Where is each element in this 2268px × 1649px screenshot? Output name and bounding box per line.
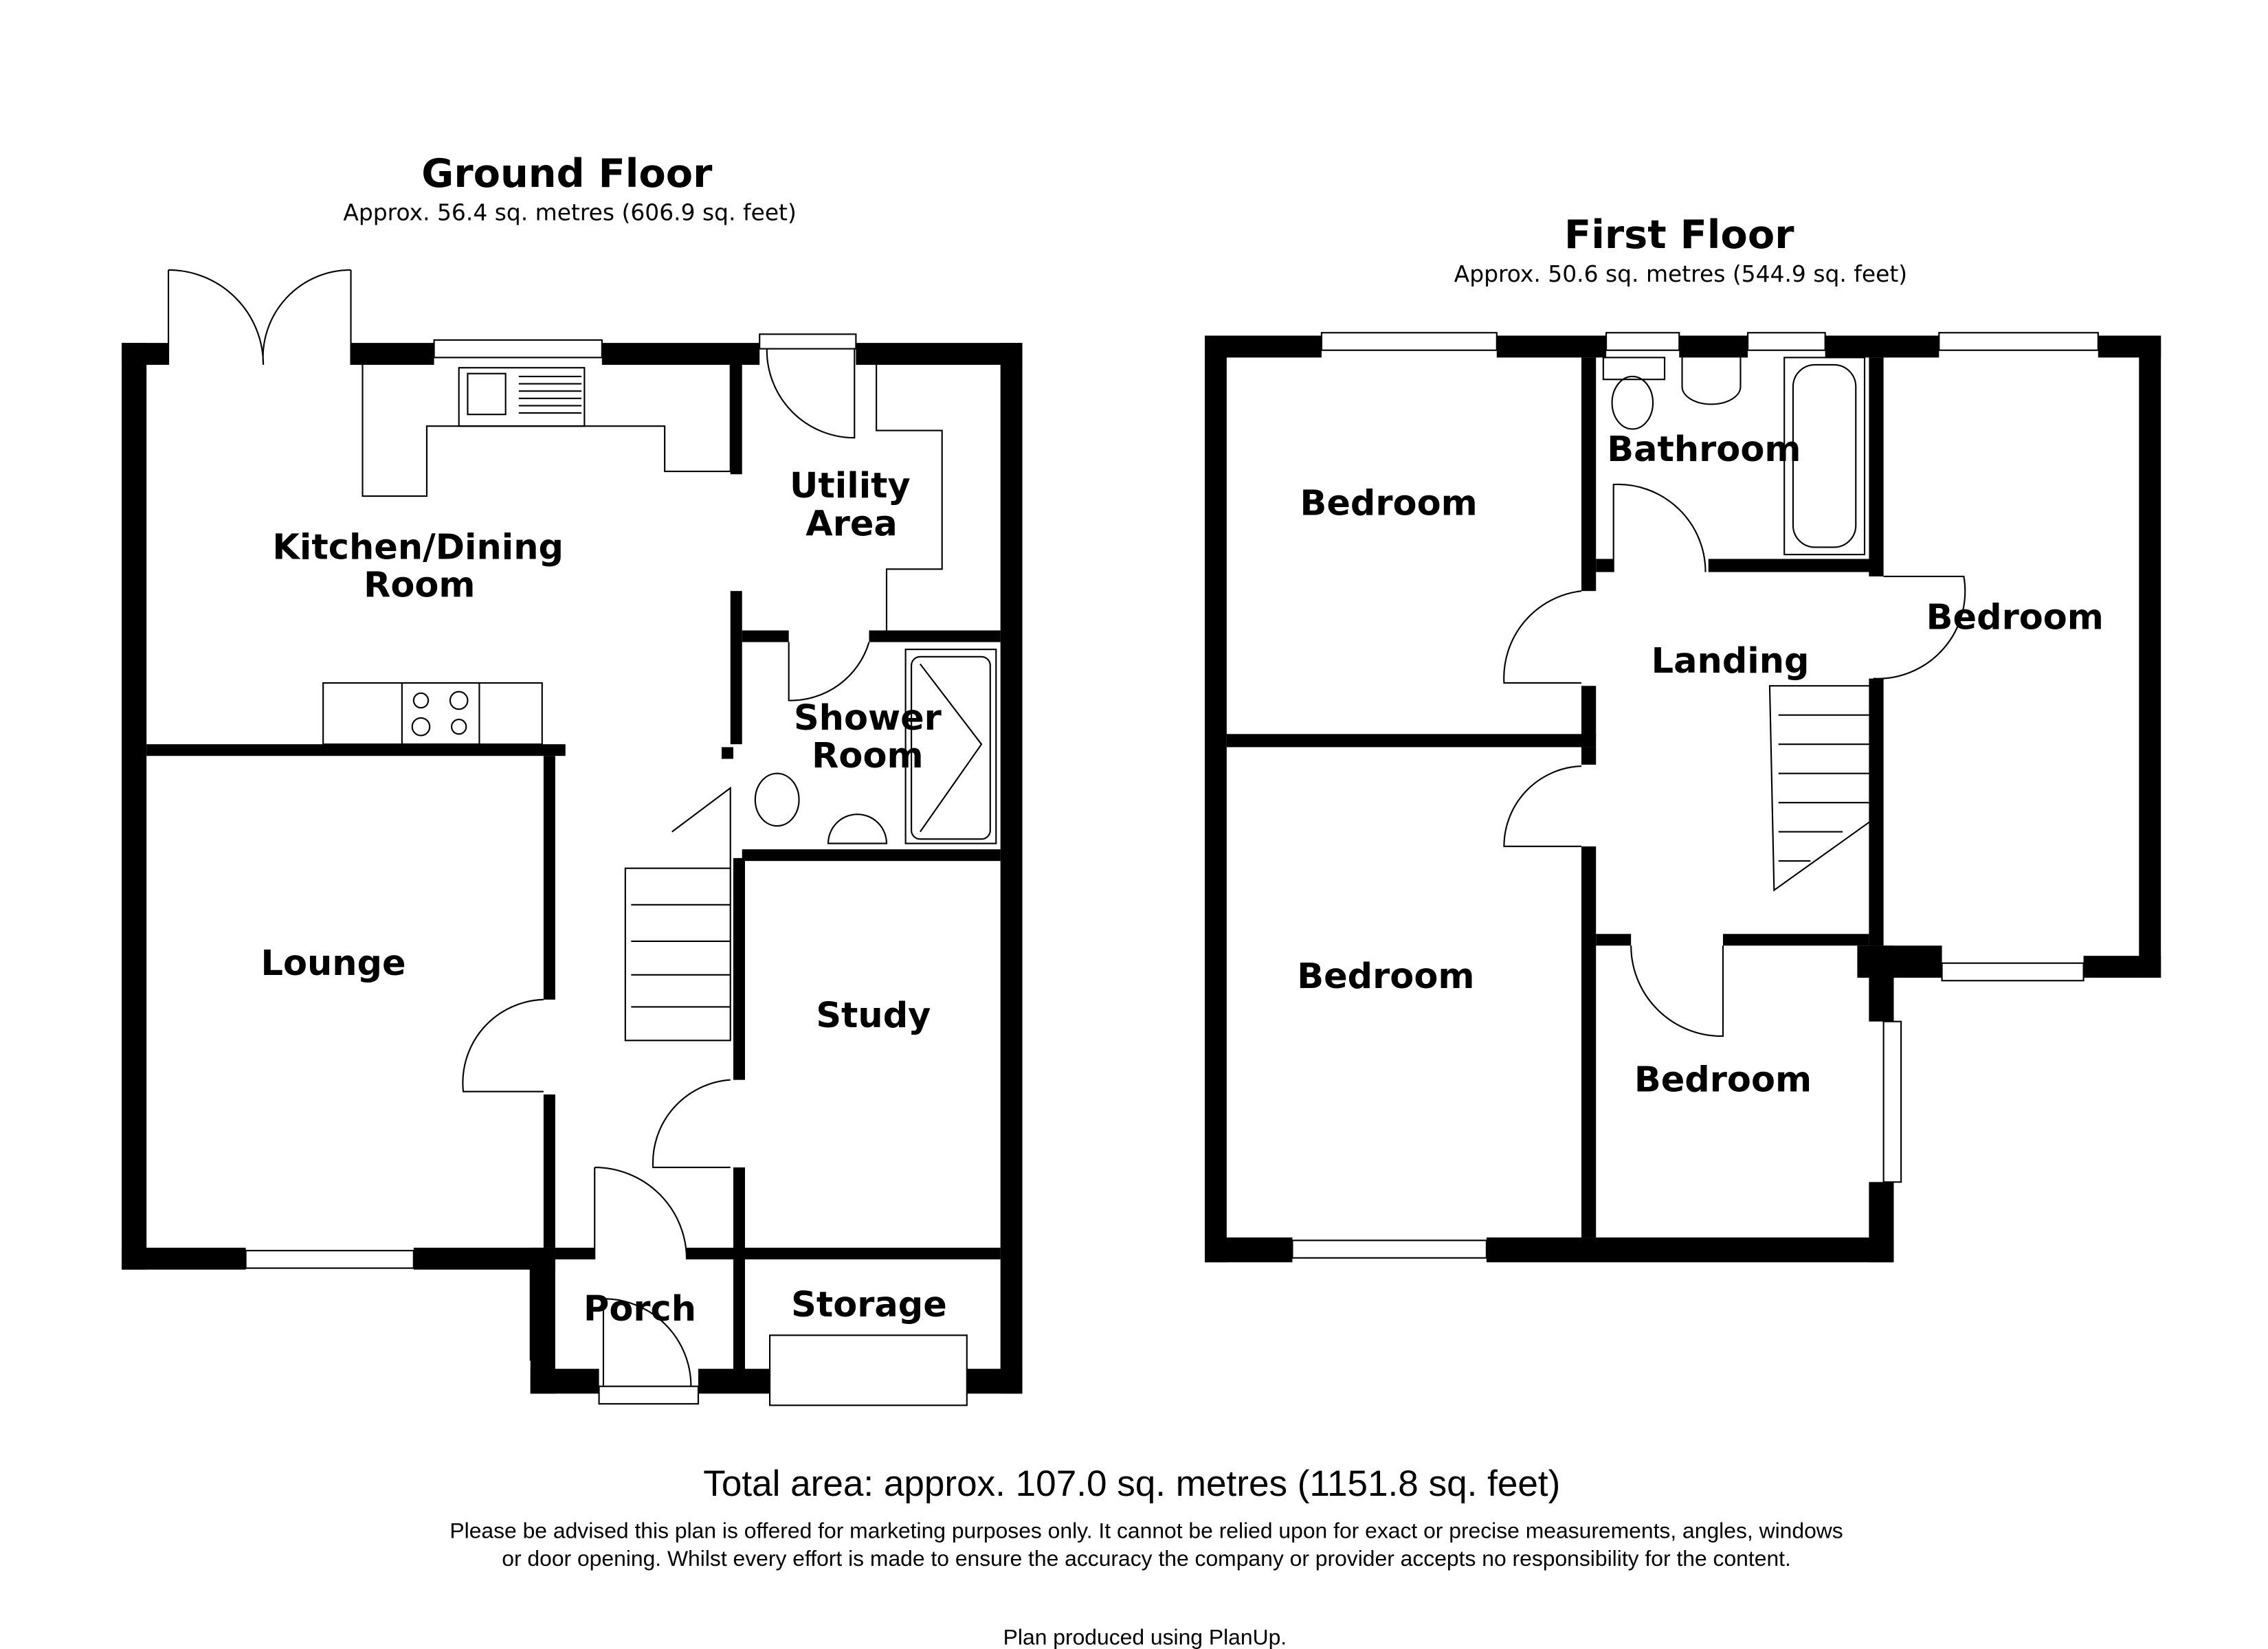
room-label-bedroom: Bedroom [1926,597,2104,638]
window-icon [245,1250,414,1269]
basin-icon [1681,357,1742,405]
disclaimer-line-2: or door opening. Whilst every effort is … [502,1546,1791,1571]
window-icon [1605,332,1680,351]
first-floor-walls [1205,335,2161,1263]
basin-icon [827,814,888,844]
room-label-utility-2: Area [805,504,898,544]
room-label-bathroom: Bathroom [1607,429,1801,470]
door-icon [1630,945,1724,1037]
window-icon [1938,332,2099,351]
window-icon [1941,962,2084,982]
first-floor-title: First Floor [1564,212,1794,258]
room-label-bedroom: Bedroom [1297,956,1474,997]
toilet-icon [754,772,800,827]
hob-icon [412,692,430,709]
room-label-bedroom: Bedroom [1634,1060,1812,1101]
room-label-porch: Porch [583,1289,696,1330]
ground-floor-labels: Kitchen/Dining Room Utility Area Shower … [260,466,946,1330]
room-label-lounge: Lounge [260,943,405,984]
toilet-icon [1611,375,1654,430]
door-icon [602,1298,692,1387]
door-icon [1503,765,1582,847]
plan-credit: Plan produced using PlanUp. [1003,1625,1287,1649]
room-label-kitchen-2: Room [364,565,475,606]
window-icon [598,1385,700,1405]
door-icon [788,642,870,702]
room-label-landing: Landing [1652,641,1810,682]
window-icon [769,1334,968,1406]
first-floor-labels: Bedroom Bathroom Bedroom Landing Bedroom… [1297,429,2104,1101]
room-label-storage: Storage [791,1285,947,1325]
room-label-bedroom: Bedroom [1300,484,1478,524]
ground-floor-area: Approx. 56.4 sq. metres (606.9 sq. feet) [343,199,796,226]
ground-floor-fixtures [167,269,997,1406]
first-floor-fixtures [1291,332,2099,1259]
door-icon [462,998,544,1092]
french-door-icon [167,269,352,366]
room-label-utility: Utility [790,466,911,506]
door-icon [1873,575,1966,680]
window-icon [1291,1239,1487,1259]
ground-floor-walls [122,343,1023,1394]
window-icon [433,339,603,359]
hob-counter [322,682,543,745]
door-icon [652,1079,731,1169]
disclaimer-line-1: Please be advised this plan is offered f… [449,1518,1843,1543]
stairs-icon [1768,685,1878,892]
ground-floor-title: Ground Floor [421,150,713,197]
window-icon [759,333,857,350]
window-icon [1747,332,1826,351]
room-label-shower-2: Room [812,736,923,776]
ground-floor-plan: Ground Floor Approx. 56.4 sq. metres (60… [122,150,1023,1406]
door-icon [1503,590,1582,684]
room-label-shower: Shower [794,698,942,739]
door-icon [766,348,856,439]
window-icon [529,1268,546,1361]
first-floor-plan: First Floor Approx. 50.6 sq. metres (544… [1205,212,2161,1263]
stairs-icon [624,786,731,1042]
room-label-study: Study [816,996,931,1036]
window-icon [1882,1020,1902,1183]
total-area: Total area: approx. 107.0 sq. metres (11… [703,1463,1560,1504]
door-icon [594,1167,688,1259]
bath-icon [1783,357,1866,556]
door-icon [1612,483,1706,572]
sink-icon [458,367,586,427]
window-icon [1320,332,1498,351]
room-label-kitchen: Kitchen/Dining [272,527,564,568]
shower-tray-icon [904,649,997,844]
first-floor-area: Approx. 50.6 sq. metres (544.9 sq. feet) [1454,260,1907,287]
